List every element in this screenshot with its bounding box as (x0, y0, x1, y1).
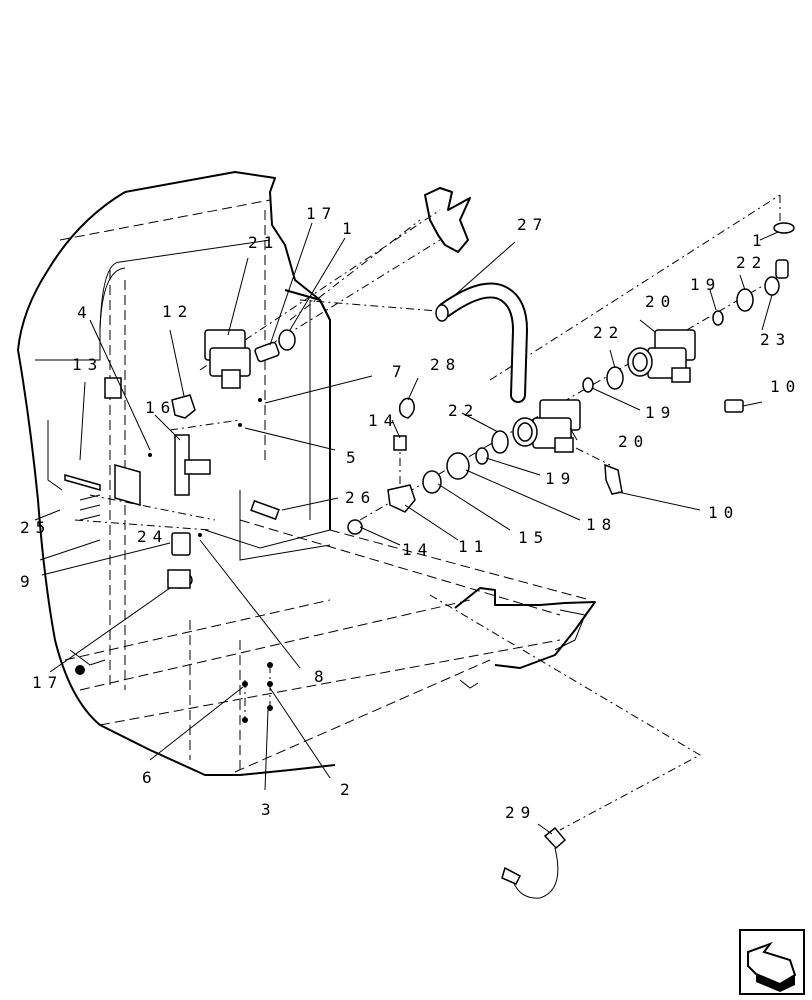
vertical-post (264, 210, 331, 530)
label-13: 13 (72, 355, 103, 374)
label-27: 27 (517, 215, 548, 234)
label-19a: 19 (690, 275, 721, 294)
label-12: 12 (162, 302, 193, 321)
label-20a: 20 (645, 292, 676, 311)
label-10a: 10 (770, 377, 801, 396)
label-5: 5 (346, 448, 362, 467)
label-17a: 17 (306, 204, 337, 223)
housing-outline (17, 171, 591, 776)
label-1b: 1 (752, 231, 768, 250)
label-28: 28 (430, 355, 461, 374)
label-29: 29 (505, 803, 536, 822)
lower-bracket (454, 587, 596, 689)
label-7: 7 (392, 362, 408, 381)
label-26: 26 (345, 488, 376, 507)
valve-20-upper (627, 329, 696, 383)
label-8: 8 (314, 667, 330, 686)
label-14b: 14 (402, 540, 433, 559)
label-3: 3 (261, 800, 277, 819)
label-17b: 17 (32, 673, 63, 692)
label-25: 25 (20, 518, 51, 537)
label-11: 11 (458, 537, 489, 556)
label-18: 18 (586, 515, 617, 534)
label-22b: 22 (593, 323, 624, 342)
label-22a: 22 (736, 253, 767, 272)
label-4: 4 (77, 303, 93, 322)
label-14a: 14 (368, 411, 399, 430)
label-2: 2 (340, 780, 356, 799)
label-21: 21 (248, 233, 279, 252)
label-19c: 19 (545, 469, 576, 488)
valve-21 (204, 329, 251, 389)
callout-labels: 1 1 2 3 4 5 6 7 8 9 10 10 11 12 13 14 14… (20, 204, 801, 822)
leader-lines (41, 222, 779, 835)
hose-27 (435, 282, 529, 403)
upper-bracket (424, 187, 471, 253)
label-16: 16 (145, 398, 176, 417)
label-22c: 22 (448, 401, 479, 420)
label-15: 15 (518, 528, 549, 547)
label-23: 23 (760, 330, 791, 349)
label-24: 24 (137, 527, 168, 546)
label-6: 6 (142, 768, 158, 787)
label-19b: 19 (645, 403, 676, 422)
valve-20-lower (512, 399, 581, 453)
navigation-arrow-icon[interactable] (739, 929, 805, 995)
cable-29 (501, 826, 567, 899)
label-20b: 20 (618, 432, 649, 451)
label-9: 9 (20, 572, 36, 591)
bolts (75, 398, 273, 723)
bracket-plates (64, 377, 141, 521)
fittings (167, 222, 795, 589)
label-1a: 1 (342, 219, 358, 238)
label-10b: 10 (708, 503, 739, 522)
